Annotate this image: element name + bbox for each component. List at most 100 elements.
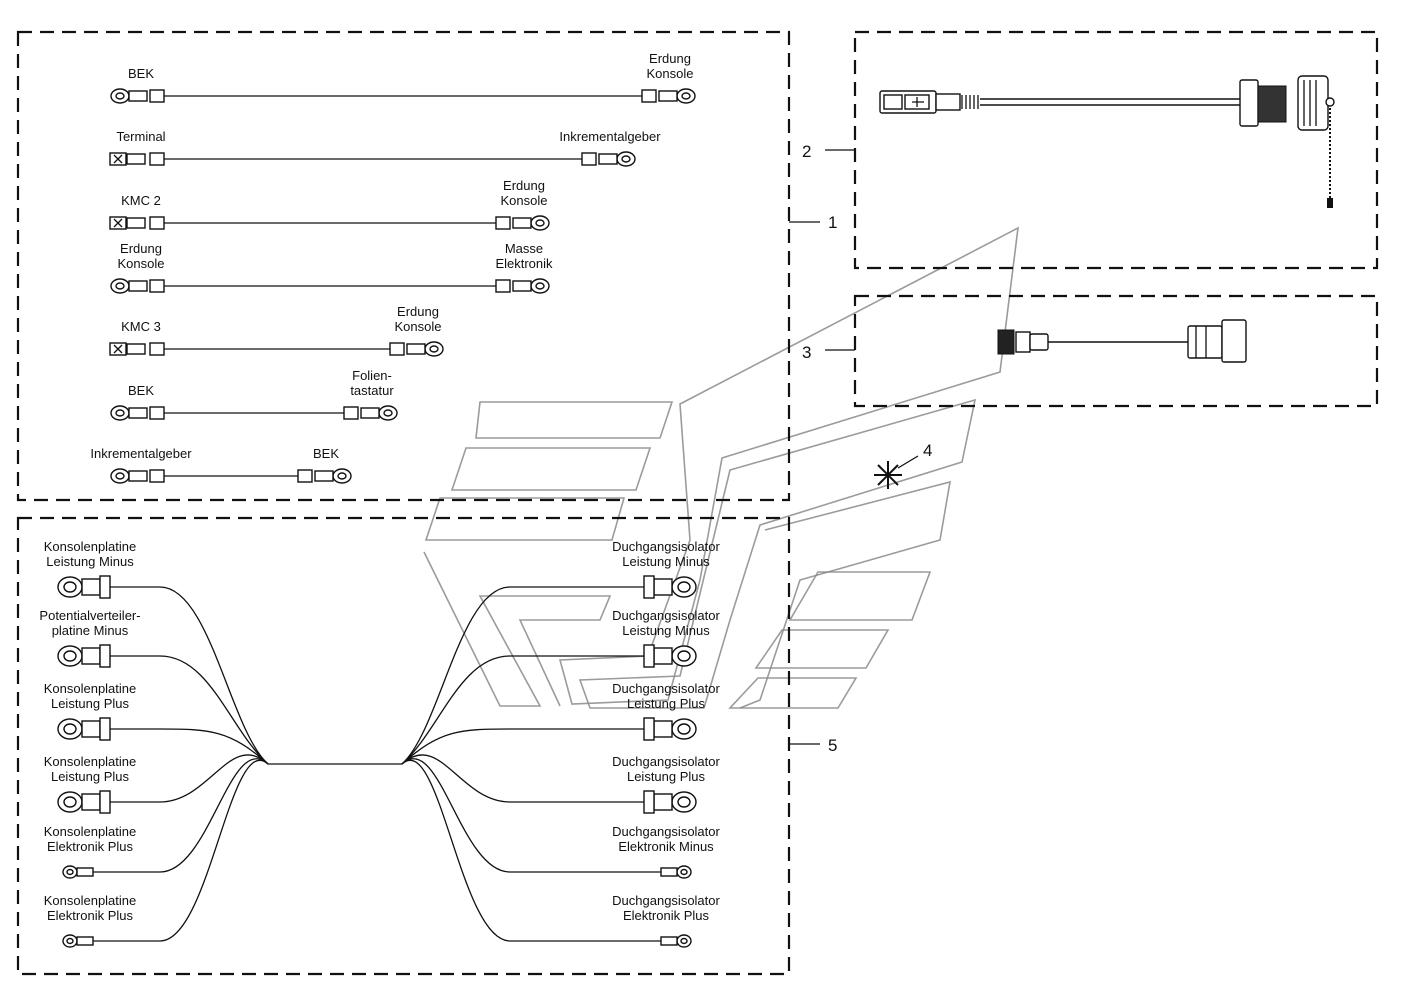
callout-3: 3	[802, 343, 811, 362]
harness-wire	[93, 759, 269, 942]
harness-label-right: Duchgangsisolator	[612, 893, 720, 908]
harness-label-right: Leistung Plus	[627, 769, 706, 784]
cable-label-right: Inkrementalgeber	[559, 129, 661, 144]
harness-label-right: Duchgangsisolator	[612, 539, 720, 554]
cable-label-left: Konsole	[118, 256, 165, 271]
watermark-logo	[423, 226, 1019, 709]
adapter-cable-illustration	[997, 319, 1247, 363]
harness-label-right: Leistung Minus	[622, 554, 710, 569]
harness-label-left: Konsolenplatine	[44, 893, 137, 908]
harness-label-left: Elektronik Plus	[47, 908, 133, 923]
harness-wire	[110, 728, 269, 765]
cable-label-right: tastatur	[350, 383, 394, 398]
cable-label-right: Konsole	[647, 66, 694, 81]
cable-label-right: Folien-	[352, 368, 392, 383]
callout-4: 4	[923, 441, 932, 460]
harness-label-left: Leistung Plus	[51, 769, 130, 784]
cable-1-6: BEK Folien-tastatur	[110, 368, 398, 421]
cable-lug-right	[660, 865, 692, 879]
cable-lug-left	[62, 865, 94, 879]
harness-wire	[110, 586, 269, 765]
harness-label-right: Leistung Minus	[622, 623, 710, 638]
harness-wire	[401, 655, 644, 765]
harness-label-left: Leistung Plus	[51, 696, 130, 711]
cable-plug-left	[109, 152, 165, 166]
harness-label-right: Duchgangsisolator	[612, 681, 720, 696]
harness-wire	[93, 758, 269, 873]
cable-label-left: Inkrementalgeber	[90, 446, 192, 461]
cable-label-right: Erdung	[397, 304, 439, 319]
harness-wire	[401, 586, 644, 765]
group-5-box	[16, 516, 791, 976]
ring-terminal-right	[343, 405, 398, 421]
ring-terminal-left	[110, 405, 165, 421]
cable-lug-right	[643, 575, 697, 599]
cable-1-7: Inkrementalgeber BEK	[90, 446, 352, 484]
ring-terminal-right	[495, 278, 550, 294]
cable-label-left: KMC 3	[121, 319, 161, 334]
cable-lug-left	[62, 934, 94, 948]
ring-terminal-left	[110, 278, 165, 294]
ring-terminal-right	[389, 341, 444, 357]
cable-label-right: Erdung	[649, 51, 691, 66]
group-2-box	[853, 30, 1379, 270]
group-1-box	[16, 30, 791, 502]
cable-label-left: KMC 2	[121, 193, 161, 208]
harness-wire	[401, 754, 644, 803]
cable-lug-right	[660, 934, 692, 948]
harness-label-left: Konsolenplatine	[44, 754, 137, 769]
cable-lug-right	[643, 717, 697, 741]
harness-wire	[401, 758, 661, 873]
harness-label-right: Duchgangsisolator	[612, 824, 720, 839]
cable-1-2: Terminal Inkrementalgeber	[109, 129, 661, 167]
callout-5: 5	[828, 736, 837, 755]
cable-label-right: Masse	[505, 241, 543, 256]
harness-label-right: Elektronik Minus	[618, 839, 714, 854]
cable-label-right: Erdung	[503, 178, 545, 193]
cable-label-right: Konsole	[395, 319, 442, 334]
cable-label-left: Terminal	[116, 129, 165, 144]
cable-plug-left	[109, 216, 165, 230]
cable-label-left: BEK	[128, 383, 154, 398]
harness-label-left: Konsolenplatine	[44, 539, 137, 554]
cable-label-right: BEK	[313, 446, 339, 461]
harness-label-right: Duchgangsisolator	[612, 608, 720, 623]
callout-4-leader	[897, 455, 919, 469]
harness-label-left: Leistung Minus	[46, 554, 134, 569]
cable-lug-left	[57, 644, 111, 668]
cable-lug-right	[643, 644, 697, 668]
harness-label-right: Leistung Plus	[627, 696, 706, 711]
harness-left-2: Potentialverteiler-platine Minus	[39, 608, 269, 765]
asterisk-icon	[874, 461, 902, 489]
harness-label-left: Konsolenplatine	[44, 824, 137, 839]
cable-plug-left	[109, 342, 165, 356]
cable-lug-right	[643, 790, 697, 814]
harness-label-right: Elektronik Plus	[623, 908, 709, 923]
cable-label-right: Elektronik	[495, 256, 553, 271]
ring-terminal-right	[495, 215, 550, 231]
callout-1: 1	[828, 213, 837, 232]
cable-label-left: Erdung	[120, 241, 162, 256]
harness-wire	[401, 759, 661, 942]
harness-wire	[110, 754, 269, 803]
harness-label-left: platine Minus	[52, 623, 129, 638]
ring-terminal-left	[110, 468, 165, 484]
ring-terminal-right	[297, 468, 352, 484]
harness-wire	[401, 728, 644, 765]
ring-terminal-right	[641, 88, 696, 104]
harness-label-left: Konsolenplatine	[44, 681, 137, 696]
